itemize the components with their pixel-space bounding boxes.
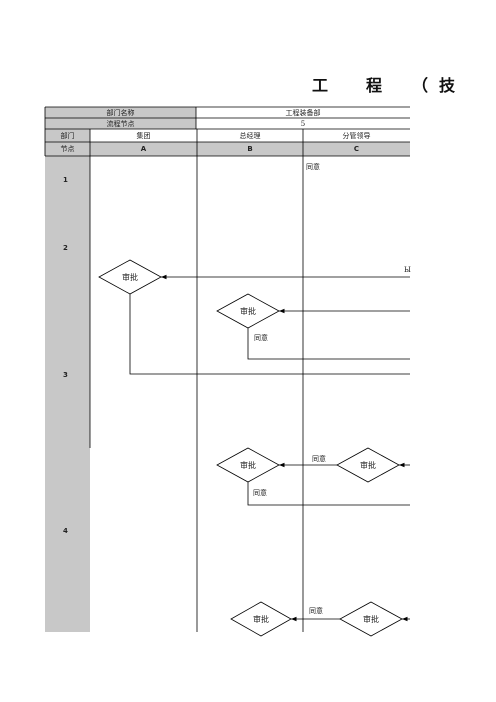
dept-leader: 分管领导 bbox=[342, 131, 371, 140]
flow-node-value: 5 bbox=[300, 119, 306, 128]
gm-approval-label-2: 审批 bbox=[240, 460, 256, 470]
agree-label-gm-1: 同意 bbox=[254, 333, 268, 342]
header-grid bbox=[44, 106, 410, 157]
node-column bbox=[45, 156, 90, 632]
dept-name-value: 工程装备部 bbox=[285, 108, 321, 117]
column-code-b: B bbox=[197, 142, 303, 156]
leader-approval-diamond-1 bbox=[336, 447, 400, 483]
flow-node-label: 流程节点 bbox=[45, 118, 196, 129]
agree-label-leader-1: 同意 bbox=[312, 454, 326, 463]
node-row: 节点 A B C bbox=[45, 142, 410, 156]
dept-row: 部门 集团 总经理 分管领导 bbox=[45, 129, 410, 142]
lane-lines bbox=[89, 156, 304, 632]
agree-label-leader-2: 同意 bbox=[309, 606, 323, 615]
dept-label: 部门 bbox=[45, 129, 90, 142]
node-number-1: 1 bbox=[63, 176, 68, 184]
leader-approval-label-1: 审批 bbox=[360, 460, 376, 470]
gm-approval-diamond-3 bbox=[230, 601, 292, 637]
flow-node-row: 流程节点 5 bbox=[45, 118, 410, 129]
node-number-3: 3 bbox=[63, 371, 68, 379]
leader-approval-label-2: 审批 bbox=[363, 614, 379, 624]
dept-name-label: 部门名称 bbox=[45, 107, 196, 118]
flow-connectors bbox=[129, 274, 410, 622]
dept-name-row: 部门名称 工程装备部 bbox=[45, 107, 410, 118]
gm-approval-diamond-1 bbox=[216, 293, 280, 329]
gm-approval-diamond-2 bbox=[216, 447, 280, 483]
leader-approval-diamond-2 bbox=[339, 601, 403, 637]
decision-shapes bbox=[98, 259, 403, 637]
dept-group: 集团 bbox=[136, 131, 151, 140]
page-title: 工 程 （技 bbox=[312, 76, 467, 94]
node-number-2: 2 bbox=[63, 244, 68, 252]
gm-approval-label-3: 审批 bbox=[253, 614, 269, 624]
agree-label-gm-2: 同意 bbox=[253, 488, 267, 497]
node-number-4: 4 bbox=[63, 527, 68, 535]
group-approval-label: 审批 bbox=[122, 272, 138, 282]
dept-gm: 总经理 bbox=[239, 131, 261, 140]
gm-approval-label-1: 审批 bbox=[240, 306, 256, 316]
node-label: 节点 bbox=[45, 142, 90, 156]
agree-label-top: 同意 bbox=[306, 162, 320, 171]
column-code-c: C bbox=[303, 142, 410, 156]
partial-label: Ы bbox=[404, 266, 411, 274]
column-code-a: A bbox=[90, 142, 197, 156]
group-approval-diamond bbox=[98, 259, 162, 295]
